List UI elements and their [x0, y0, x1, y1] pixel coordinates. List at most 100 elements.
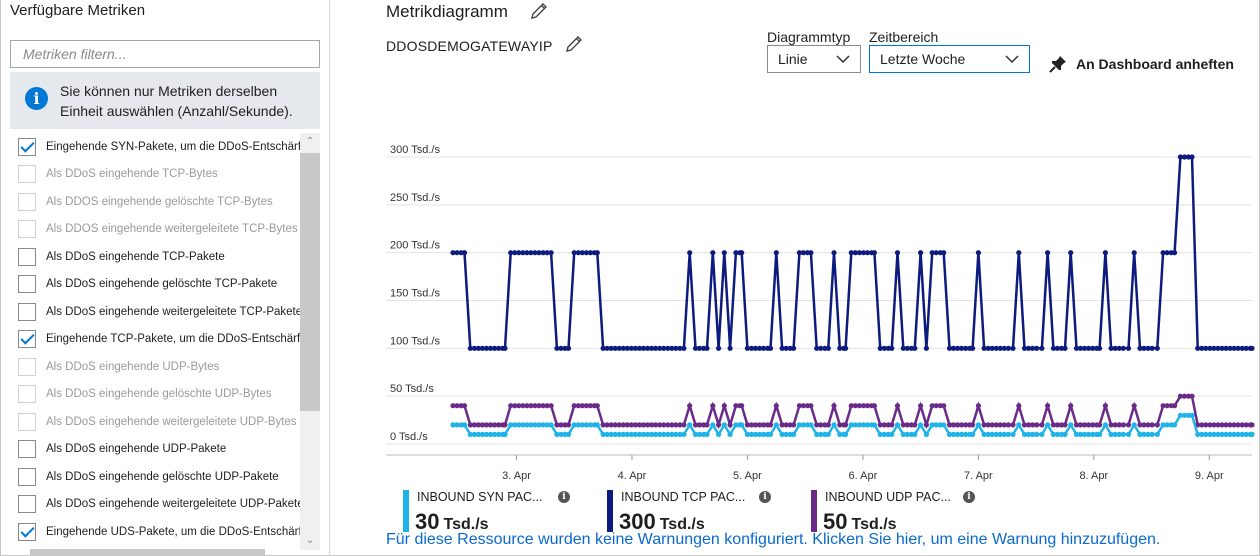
data-point-tcp [955, 345, 961, 351]
legend-color-bar [607, 490, 613, 532]
metric-list-item[interactable]: Eingehende TCP-Pakete, um die DDoS-Entsc… [10, 326, 300, 354]
data-point-syn [1010, 431, 1016, 437]
edit-pencil-icon[interactable] [528, 0, 550, 22]
metric-checkbox[interactable] [18, 165, 36, 184]
data-point-tcp [1249, 345, 1255, 351]
chart-type-dropdown[interactable]: Linie [767, 45, 861, 73]
metric-list-item[interactable]: Als DDoS eingehende weitergeleitete UDP-… [10, 491, 300, 519]
data-point-udp [894, 403, 901, 409]
metric-label: Als DDoS eingehende TCP-Bytes [46, 168, 218, 181]
data-point-udp [624, 422, 630, 428]
y-tick-label: 50 Tsd./s [390, 383, 434, 395]
metrics-filter-input[interactable] [10, 40, 320, 68]
data-point-tcp [941, 250, 947, 256]
data-point-udp [989, 422, 995, 428]
metric-list-item[interactable]: Eingehende SYN-Pakete, um die DDoS-Entsc… [10, 133, 300, 161]
data-point-syn [600, 431, 606, 437]
data-point-syn [645, 431, 651, 437]
metric-checkbox[interactable] [18, 522, 36, 541]
data-point-udp [912, 422, 918, 428]
time-range-dropdown[interactable]: Letzte Woche [869, 45, 1030, 73]
data-point-tcp [1026, 345, 1032, 351]
metric-list-item[interactable]: Als DDoS eingehende TCP-Pakete [10, 243, 300, 271]
metric-list-item[interactable]: Als DDoS eingehende weitergeleitete UDP-… [10, 408, 300, 436]
data-point-udp [548, 403, 554, 409]
data-point-udp [848, 403, 854, 409]
data-point-syn [997, 431, 1003, 437]
data-point-tcp [912, 345, 918, 351]
metric-checkbox[interactable] [18, 302, 36, 321]
metric-checkbox[interactable] [18, 330, 36, 349]
data-point-udp [1112, 422, 1118, 428]
metric-checkbox[interactable] [18, 467, 36, 486]
data-point-syn [687, 422, 693, 428]
data-point-udp [1219, 422, 1225, 428]
edit-pencil-icon[interactable] [563, 33, 585, 55]
data-point-udp [1102, 403, 1108, 409]
legend-name: INBOUND SYN PAC... [417, 490, 543, 504]
metric-list-item[interactable]: Als DDOS eingehende gelöschte TCP-Bytes [10, 188, 300, 216]
metric-checkbox[interactable] [18, 220, 36, 239]
metric-label: Als DDoS eingehende TCP-Pakete [46, 250, 225, 263]
metric-checkbox[interactable] [18, 357, 36, 376]
metric-checkbox[interactable] [18, 495, 36, 514]
metric-label: Als DDoS eingehende weitergeleitete UDP-… [46, 415, 297, 428]
metric-list-scrollbar[interactable]: ⌃ ⌄ [300, 133, 320, 550]
data-point-udp [1181, 393, 1188, 399]
metric-checkbox[interactable] [18, 192, 36, 211]
add-alert-link[interactable]: Für diese Ressource wurden keine Warnung… [386, 531, 1161, 548]
data-point-syn [1077, 431, 1084, 437]
info-icon[interactable]: i [759, 491, 771, 503]
data-point-udp [1034, 422, 1040, 428]
data-point-syn [696, 431, 703, 437]
metric-checkbox[interactable] [18, 275, 36, 294]
data-point-udp [825, 422, 831, 428]
scroll-thumb[interactable] [300, 153, 320, 411]
metric-checkbox[interactable] [18, 385, 36, 404]
metric-checkbox[interactable] [18, 247, 36, 266]
data-point-syn [818, 431, 824, 437]
data-point-syn [912, 431, 918, 437]
metric-checkbox[interactable] [18, 412, 36, 431]
info-icon[interactable]: i [558, 491, 570, 503]
data-point-udp [1082, 422, 1088, 428]
data-point-tcp [1050, 345, 1056, 351]
data-point-tcp [483, 345, 490, 351]
data-point-tcp [814, 345, 820, 351]
data-point-tcp [818, 345, 824, 351]
metric-list-item[interactable]: Als DDoS eingehende weitergeleitete TCP-… [10, 298, 300, 326]
scroll-down-arrow-icon[interactable]: ⌄ [305, 535, 315, 546]
data-point-tcp [692, 345, 699, 351]
data-point-tcp [1016, 250, 1022, 256]
data-point-udp [677, 422, 683, 428]
metric-list-item[interactable]: Als DDoS eingehende gelöschte UDP-Pakete [10, 463, 300, 491]
data-point-syn [649, 431, 655, 437]
data-point-udp [1149, 422, 1155, 428]
data-point-udp [587, 403, 594, 409]
data-point-udp [579, 403, 585, 409]
metric-list-item[interactable]: Als DDoS eingehende gelöschte TCP-Pakete [10, 271, 300, 299]
metric-list-item[interactable]: Als DDoS eingehende TCP-Bytes [10, 161, 300, 189]
metric-checkbox[interactable] [18, 440, 36, 459]
data-point-udp [692, 422, 699, 428]
horizontal-scroll-thumb[interactable] [30, 549, 265, 556]
data-point-udp [565, 422, 572, 428]
pin-to-dashboard-button[interactable]: An Dashboard anheften [1048, 52, 1234, 76]
data-point-tcp [946, 345, 953, 351]
metric-label: Als DDoS eingehende gelöschte UDP-Bytes [46, 388, 272, 401]
info-icon[interactable]: i [963, 491, 975, 503]
data-point-tcp [831, 250, 837, 256]
metric-label: Als DDoS eingehende weitergeleitete UDP-… [46, 498, 300, 511]
metric-list-item[interactable]: Als DDOS eingehende weitergeleitete TCP-… [10, 216, 300, 244]
data-point-udp [454, 403, 460, 409]
scroll-up-arrow-icon[interactable]: ⌃ [305, 136, 315, 147]
data-point-syn [1137, 431, 1143, 437]
metric-list-item[interactable]: Als DDoS eingehende UDP-Bytes [10, 353, 300, 381]
metric-list-item[interactable]: Als DDoS eingehende gelöschte UDP-Bytes [10, 381, 300, 409]
data-point-syn [583, 422, 590, 428]
metric-list-item[interactable]: Als DDoS eingehende UDP-Pakete [10, 436, 300, 464]
metric-checkbox[interactable] [18, 137, 36, 156]
metric-list-item[interactable]: Eingehende UDS-Pakete, um die DDoS-Entsc… [10, 518, 300, 546]
data-point-udp [1039, 422, 1045, 428]
data-point-udp [1116, 422, 1122, 428]
